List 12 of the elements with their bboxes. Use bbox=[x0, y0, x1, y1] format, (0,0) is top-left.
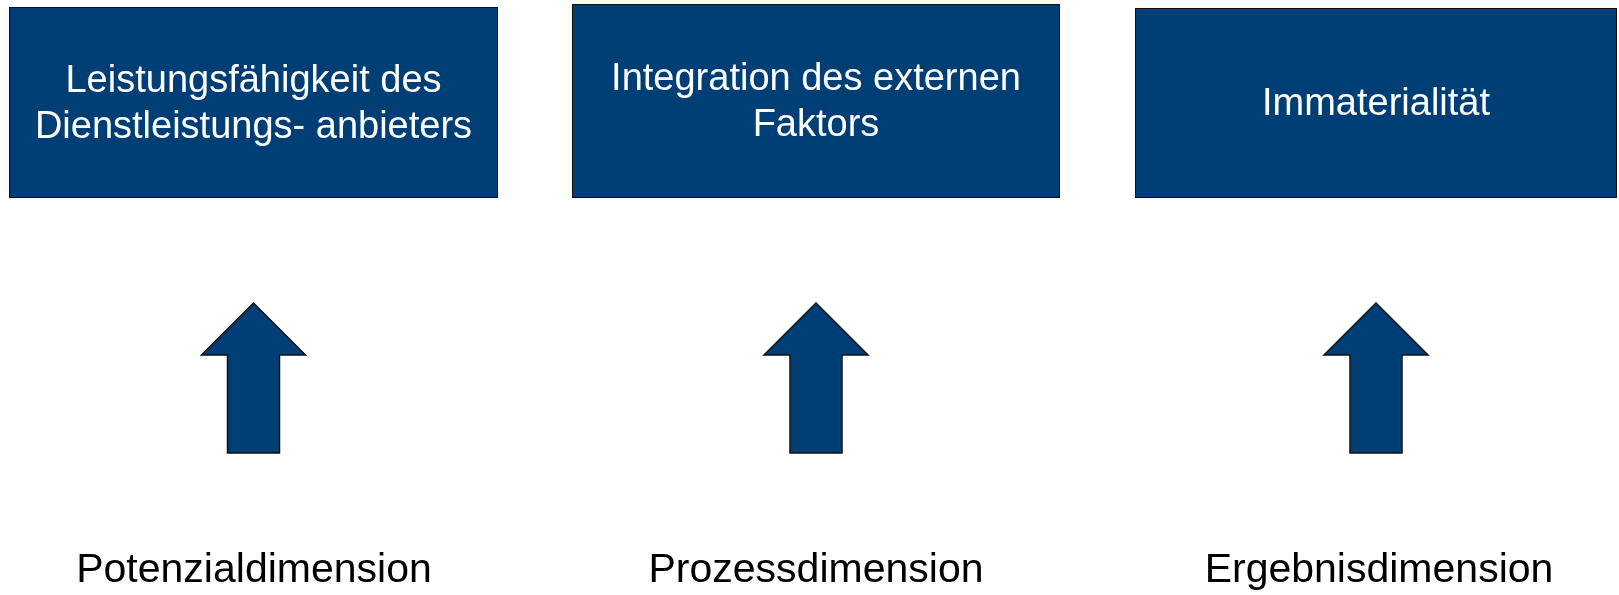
process-box bbox=[572, 4, 1060, 198]
process-box bbox=[1135, 8, 1617, 198]
box-text: Leistungsfähigkeit des Dienstleistungs- anbieters bbox=[33, 56, 474, 148]
dimension-label: Ergebnisdimension bbox=[1204, 545, 1554, 593]
box-text: Integration des externen Faktors bbox=[610, 55, 1022, 146]
block-arrow bbox=[762, 301, 870, 454]
block-arrow bbox=[1322, 301, 1430, 454]
process-box bbox=[9, 7, 498, 198]
box-text: Immaterialität bbox=[1260, 80, 1492, 126]
dimension-label: Prozessdimension bbox=[648, 545, 984, 593]
dimension-label: Potenzialdimension bbox=[76, 545, 432, 593]
block-arrow bbox=[199, 301, 308, 454]
